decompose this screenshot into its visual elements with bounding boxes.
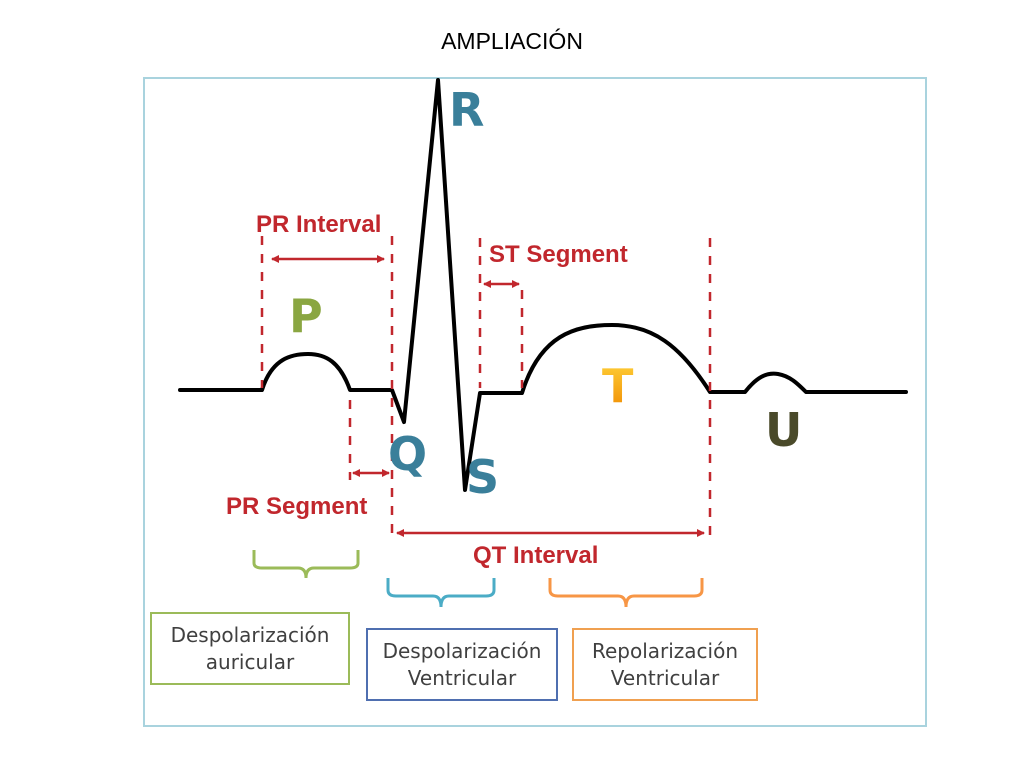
qt-interval-label: QT Interval [473,542,598,569]
wave-letter-p: P [289,289,323,343]
wave-letter-t: T [602,359,634,413]
atrial-depolarization-box: Despolarización auricular [150,612,350,685]
atrial-depolarization-line2: auricular [205,650,295,674]
wave-letter-u: U [765,403,802,457]
ventricular-repolarization-box: Repolarización Ventricular [572,628,758,701]
diagram-frame [143,77,927,727]
ventricular-repolarization-line2: Ventricular [610,666,720,690]
ventricular-depolarization-line1: Despolarización [382,639,542,663]
ventricular-repolarization-line1: Repolarización [591,639,739,663]
ventricular-depolarization-box: Despolarización Ventricular [366,628,558,701]
atrial-depolarization-line1: Despolarización [170,623,330,647]
st-segment-label: ST Segment [489,241,628,268]
pr-segment-label: PR Segment [226,493,367,520]
ventricular-depolarization-line2: Ventricular [407,666,517,690]
pr-interval-label: PR Interval [256,211,381,238]
wave-letter-r: R [449,83,484,137]
page-title: AMPLIACIÓN [441,28,583,54]
wave-letter-s: S [466,450,499,504]
wave-letter-q: Q [388,427,427,481]
atrial-bracket [252,550,360,579]
ecg-trace [178,78,908,492]
ventricular-repol-bracket [548,578,704,608]
ventricular-depol-bracket [386,578,496,608]
